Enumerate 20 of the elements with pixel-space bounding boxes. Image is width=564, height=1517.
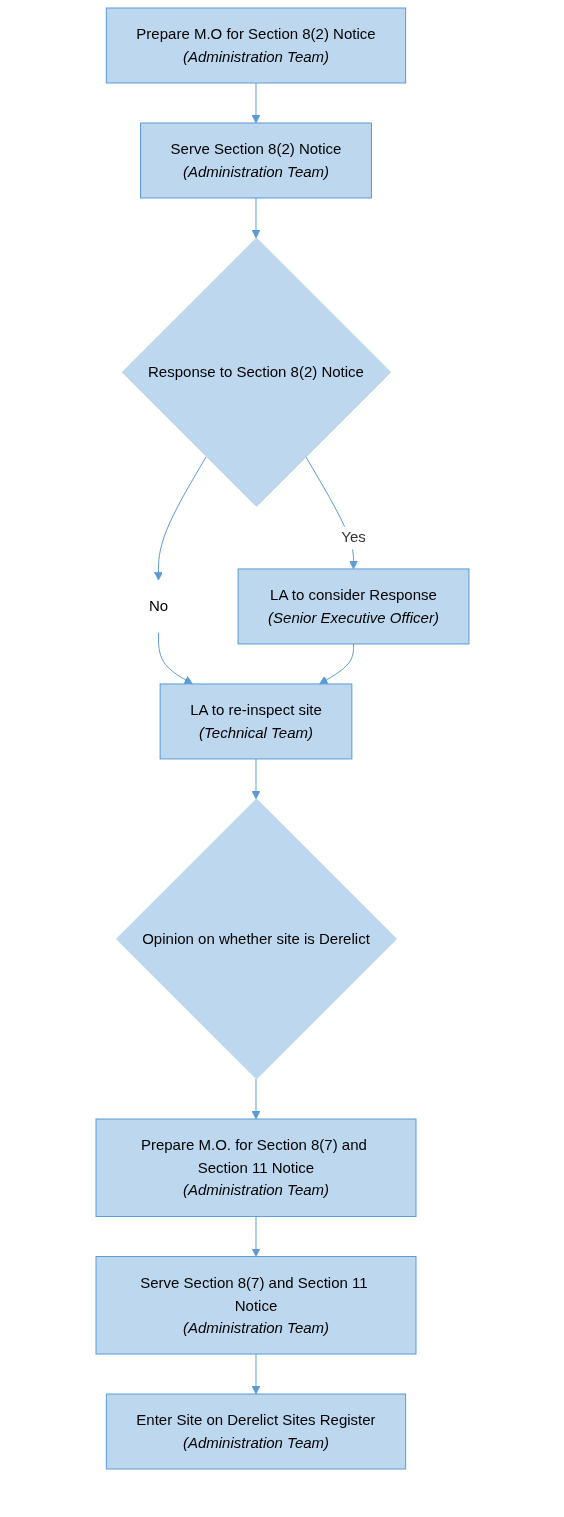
arrow (251, 758, 260, 800)
node-box: Serve Section 8(2) Notice (Administration Team) (139, 122, 372, 199)
arrow (157, 632, 193, 685)
arrow (251, 82, 260, 124)
node-box: Prepare M.O. for Section 8(7) and Section 11 Notice (Administration Team) (95, 1118, 416, 1217)
arrow (251, 1353, 260, 1395)
arrow (251, 1078, 260, 1120)
edge-label: Yes (340, 528, 366, 546)
node-box: Prepare M.O for Section 8(2) Notice (Administration Team) (105, 7, 406, 84)
node-box: Serve Section 8(7) and Section 11 Notice (Administration Team) (95, 1256, 416, 1355)
arrow (251, 1216, 260, 1257)
node-diamond: Opinion on whether site is Derelict (115, 798, 397, 1080)
arrow (318, 643, 354, 685)
node-diamond: Response to Section 8(2) Notice (121, 237, 391, 507)
arrow (251, 197, 260, 239)
node-box: Enter Site on Derelict Sites Register (Administration Team) (105, 1393, 406, 1470)
node-box: LA to consider Response (Senior Executive Officer) (237, 568, 469, 645)
node-text: No (148, 597, 168, 615)
arrow (153, 456, 207, 581)
node-box: LA to re-inspect site (Technical Team) (159, 683, 352, 760)
